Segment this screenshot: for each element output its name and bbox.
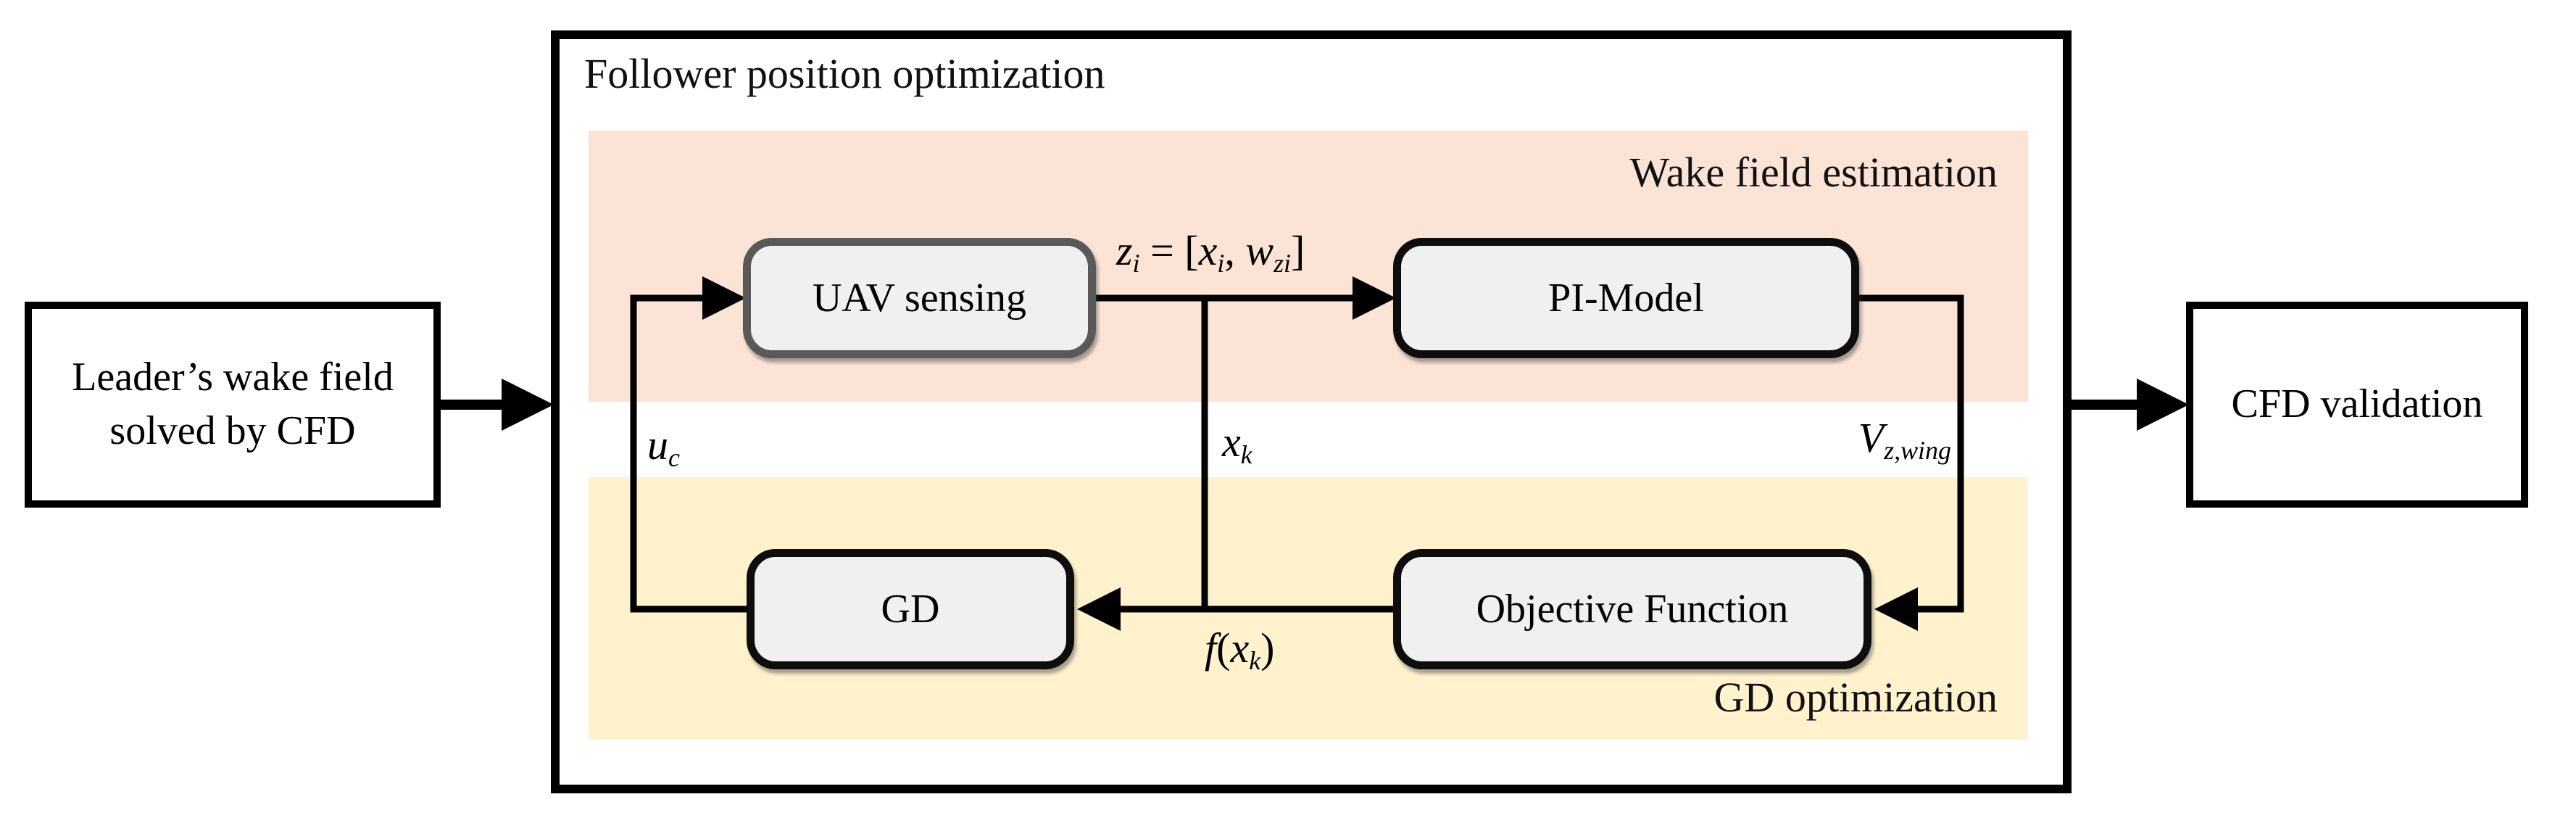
pi-to-objective-line (1856, 294, 1964, 613)
gd-band-label: GD optimization (1713, 674, 1998, 721)
objective-function-label: Objective Function (1476, 587, 1789, 632)
leader-wake-field-text: Leader’s wake field solved by CFD (72, 351, 394, 458)
leader-wake-field-box: Leader’s wake field solved by CFD (25, 302, 441, 508)
outer-to-cfd-arrowhead (2137, 379, 2189, 431)
objective-function-node: Objective Function (1393, 549, 1871, 669)
signal-xk-label: xk (1222, 418, 1252, 470)
leader-text-line2: solved by CFD (109, 408, 356, 453)
cfd-validation-label: CFD validation (2231, 381, 2483, 427)
follower-optimization-title: Follower position optimization (584, 50, 1105, 97)
objective-to-gd-arrowhead (1077, 587, 1121, 631)
signal-vzwing-label: Vz,wing (1858, 414, 1951, 466)
pi-model-label: PI-Model (1548, 276, 1704, 321)
uav-sensing-label: UAV sensing (812, 276, 1027, 321)
uav-sensing-node: UAV sensing (743, 238, 1096, 358)
follower-optimization-box (551, 30, 2072, 793)
cfd-validation-box: CFD validation (2186, 302, 2528, 508)
signal-uc-label: uc (647, 421, 680, 473)
pi-to-objective-arrowhead (1874, 587, 1918, 631)
gd-node: GD (747, 549, 1074, 669)
uav-to-pi-arrowhead (1353, 276, 1396, 320)
gd-to-uav-arrowhead (702, 276, 746, 320)
signal-fxk-label: f(xk) (1205, 624, 1275, 676)
gd-to-uav-line (630, 294, 749, 613)
gd-label: GD (881, 587, 940, 632)
leader-to-outer-arrowhead (502, 379, 554, 431)
leader-text-line1: Leader’s wake field (72, 355, 394, 400)
signal-z-equation-label: zi = [xi, wzi] (1116, 227, 1305, 278)
pi-model-node: PI-Model (1393, 238, 1859, 358)
wake-band-label: Wake field estimation (1629, 149, 1998, 196)
